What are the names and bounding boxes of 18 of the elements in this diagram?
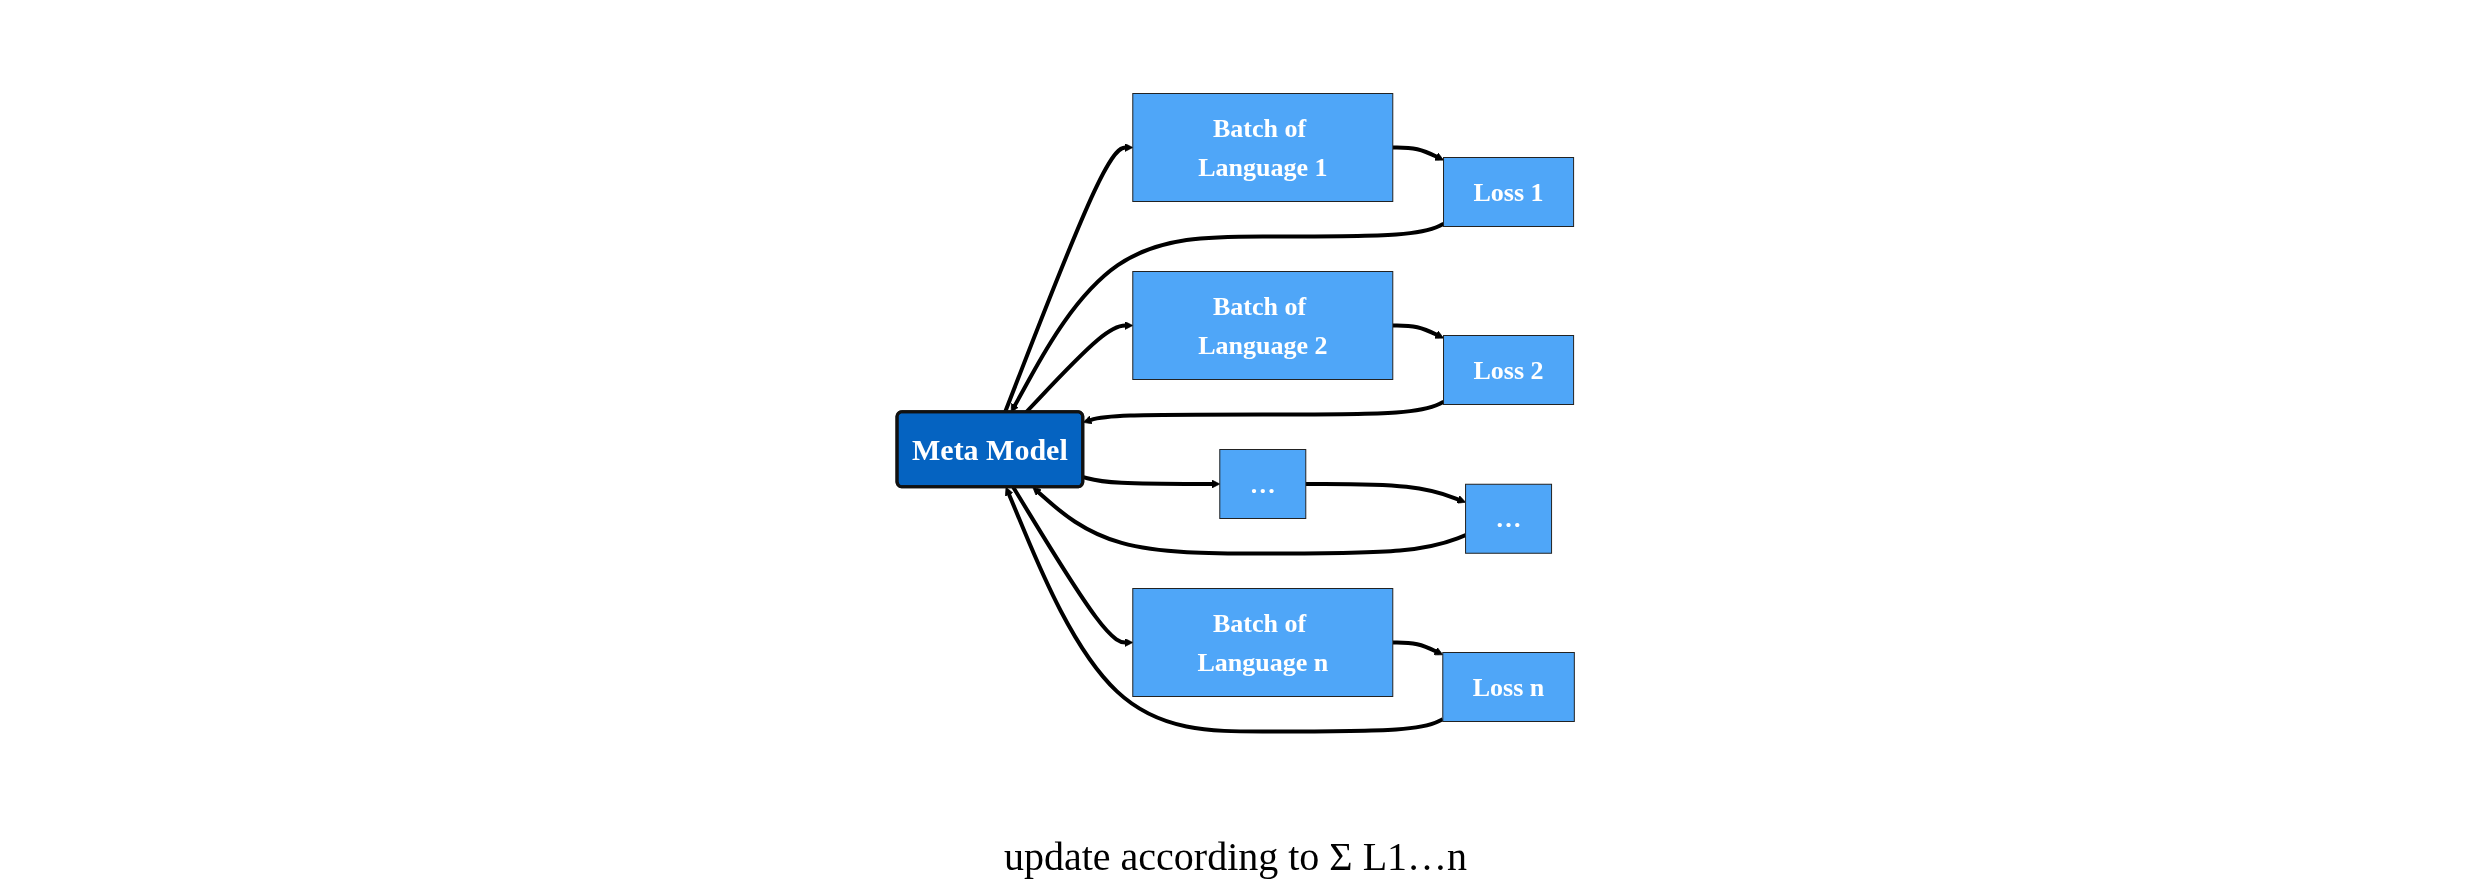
arrow bbox=[1082, 475, 1220, 489]
node-box: Batch of Language 1 bbox=[1132, 93, 1394, 202]
arrow bbox=[1011, 486, 1133, 647]
arrow bbox=[1082, 400, 1445, 425]
node-box: Batch of Language 2 bbox=[1132, 271, 1394, 380]
note-text: update according to Σ L1…n bbox=[1003, 833, 1468, 880]
arrow bbox=[1392, 323, 1444, 339]
node-box: Loss 1 bbox=[1442, 157, 1574, 227]
node-box: … bbox=[1219, 449, 1307, 519]
arrow bbox=[1032, 486, 1467, 556]
node-box: … bbox=[1464, 483, 1552, 554]
arrow bbox=[1392, 145, 1444, 161]
arrow bbox=[1004, 486, 1444, 734]
node-box: Batch of Language n bbox=[1132, 588, 1394, 697]
node-box: Loss 2 bbox=[1442, 335, 1574, 405]
arrow bbox=[1392, 640, 1443, 656]
node-box: Loss n bbox=[1442, 652, 1575, 722]
arrow bbox=[1305, 482, 1466, 504]
